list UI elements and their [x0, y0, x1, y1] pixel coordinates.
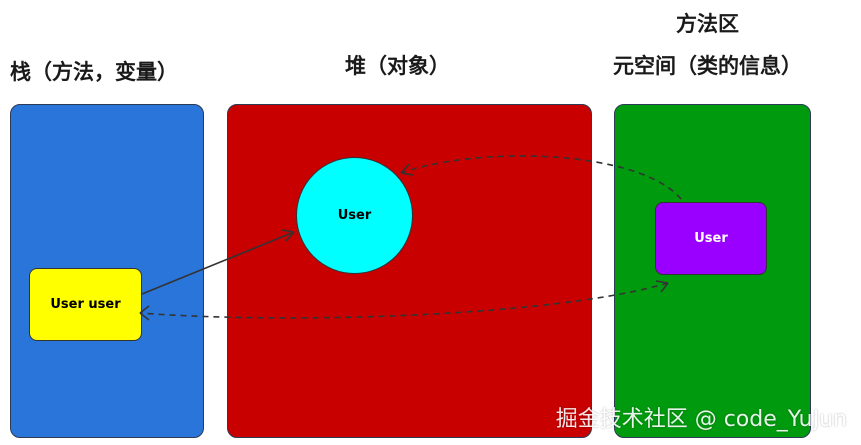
method-area-title: 方法区 [676, 12, 739, 36]
heap-panel [227, 104, 592, 438]
class-info-label: User [694, 231, 728, 246]
heap-title: 堆（对象） [345, 54, 450, 78]
heap-object-label: User [337, 208, 372, 223]
heap-object-circle: User [296, 157, 413, 274]
metaspace-title: 元空间（类的信息） [613, 54, 802, 78]
stack-variable-label: User user [50, 297, 121, 312]
stack-title: 栈（方法，变量） [10, 60, 178, 84]
class-info-box: User [655, 202, 767, 275]
watermark: 掘金技术社区 @ code_YuJun [555, 407, 847, 432]
stack-variable-box: User user [29, 268, 142, 341]
